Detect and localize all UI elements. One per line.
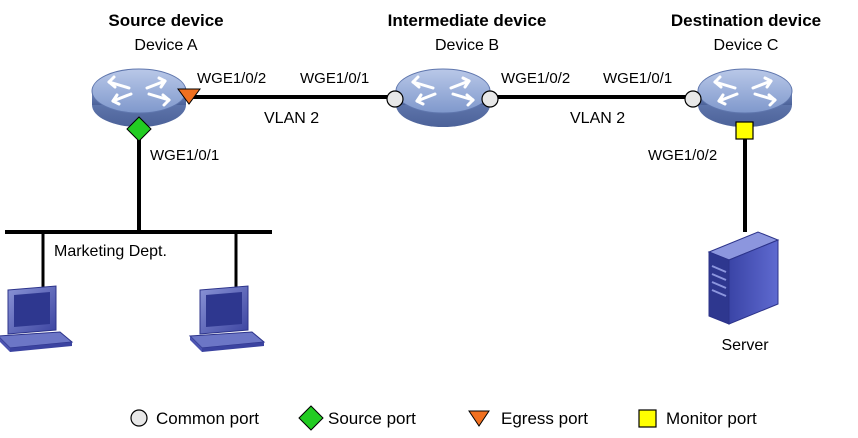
server-label: Server	[721, 337, 769, 354]
vlan-label-b-c: VLAN 2	[570, 110, 625, 127]
egress-port-a-icon	[177, 88, 201, 105]
pc-2-icon	[189, 285, 265, 353]
device-c-role: Destination device	[671, 11, 821, 30]
common-port-b-right-icon	[481, 90, 499, 108]
legend-monitor-port-icon	[638, 409, 657, 428]
common-port-b-left-icon	[386, 90, 404, 108]
legend: Common port Source port Egress port Moni…	[130, 405, 757, 431]
server-icon	[707, 231, 780, 325]
marketing-dept-label: Marketing Dept.	[54, 243, 167, 260]
legend-common-port-label: Common port	[156, 409, 259, 428]
device-b-role: Intermediate device	[388, 11, 547, 30]
port-label-c-left: WGE1/0/1	[603, 70, 672, 87]
source-port-a-icon	[126, 116, 152, 142]
port-label-a-bottom: WGE1/0/1	[150, 147, 219, 164]
pc-1-icon	[0, 285, 73, 353]
device-a-role: Source device	[108, 11, 223, 30]
legend-egress-port-label: Egress port	[501, 409, 588, 428]
common-port-c-left-icon	[684, 90, 702, 108]
port-label-b-right: WGE1/0/2	[501, 70, 570, 87]
port-label-b-left: WGE1/0/1	[300, 70, 369, 87]
legend-egress-port-icon	[468, 410, 490, 427]
port-label-a-right: WGE1/0/2	[197, 70, 266, 87]
device-a-name: Device A	[134, 37, 197, 54]
device-b-name: Device B	[435, 37, 499, 54]
legend-monitor-port-label: Monitor port	[666, 409, 757, 428]
switch-device-b-icon	[394, 67, 492, 129]
legend-common-port-icon	[130, 409, 148, 427]
vlan-label-a-b: VLAN 2	[264, 110, 319, 127]
legend-source-port-label: Source port	[328, 409, 416, 428]
device-c-name: Device C	[714, 37, 779, 54]
legend-source-port-icon	[298, 405, 324, 431]
port-label-c-bottom: WGE1/0/2	[648, 147, 717, 164]
switch-device-c-icon	[696, 67, 794, 129]
monitor-port-c-icon	[735, 121, 754, 140]
